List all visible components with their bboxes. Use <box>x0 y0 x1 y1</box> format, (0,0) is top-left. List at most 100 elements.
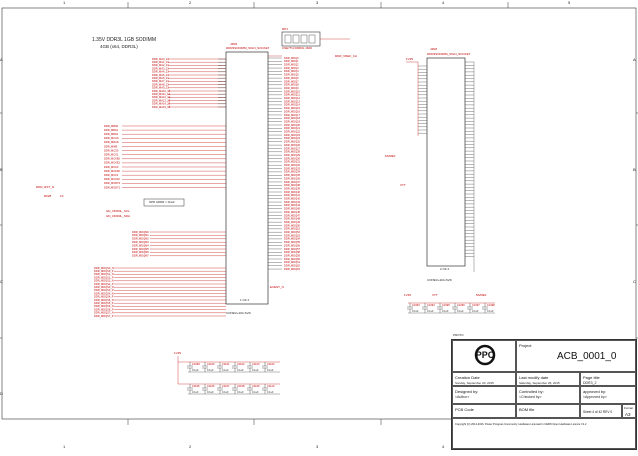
smb-dat-label: I2C_DDR3L_SDA <box>106 214 131 218</box>
net-label-dq-48: DDR_MDQ48 <box>284 217 301 221</box>
cap-row1-val-1: 0.1uF <box>207 368 214 372</box>
net-label-dq-44: DDR_MDQ44 <box>284 203 301 207</box>
of-value: 42 <box>598 410 603 414</box>
connector2-part: DDR3SODIMM_SIGN_SOCKET <box>427 52 471 56</box>
net-label-dq-26: DDR_MDQ26 <box>284 143 301 147</box>
net-label-ctrl-4: DDR_MRAS <box>104 140 119 144</box>
grid-row-a-right: A <box>633 57 636 62</box>
net-label-dqs-9: DDR_MDQS4_P <box>94 295 114 299</box>
net-label-dqm-0: DDR_MDQM0 <box>132 230 149 234</box>
net-label-dqs-0: DDR_MDQS0_N <box>94 266 114 270</box>
copyright-cell: Copyright (C) 2014-2016. Power Progress … <box>452 418 636 449</box>
connector2-unit: 2 OF 2 <box>440 267 450 271</box>
spd-part-ref: RP4 <box>282 27 288 31</box>
connector1-unit: 1 OF 2 <box>240 298 250 302</box>
net-label-ctrl-3: DDR_MCAS <box>104 136 119 140</box>
net-label-ctrl-0: DDR_MBA0 <box>104 124 119 128</box>
page-title-cell: Page title DDR3_2 <box>580 372 636 386</box>
cap-right-ref-4: C1097 <box>472 303 480 307</box>
cap-right-ref-1: C1094 <box>427 303 435 307</box>
grid-col-3: 3 <box>316 0 319 5</box>
net-label-dq-0: DDR_MDQ0 <box>284 56 299 60</box>
cap-row2-ref-5: C1110 <box>267 384 275 388</box>
approved-cell: approved by: <Approved by> <box>580 386 636 404</box>
cap-row1-ref-5: C1104 <box>267 362 275 366</box>
cap-row2-val-0: 0.1uF <box>192 390 199 394</box>
net-label-ctrl-6: DDR_MCS0 <box>104 148 119 152</box>
net-label-dq-40: DDR_MDQ40 <box>284 190 301 194</box>
logo-cell: PPC <box>452 340 516 372</box>
cap-right-val-1: 0.1uF <box>427 309 434 313</box>
copyright-text: Copyright (C) 2014-2016. Power Progress … <box>455 423 587 426</box>
net-label-dq-46: DDR_MDQ46 <box>284 210 301 214</box>
v1-35-label-bottom: 1V35 <box>174 351 182 355</box>
net-label-dq-57: DDR_MDQ57 <box>284 247 301 251</box>
bom-label: BOM file <box>519 407 535 412</box>
net-label-ctrl-1: DDR_MBA1 <box>104 128 119 132</box>
net-label-dq-25: DDR_MDQ25 <box>284 140 301 144</box>
controlled-value: <Checked by> <box>519 395 542 399</box>
net-label-dq-59: DDR_MDQ59 <box>284 253 301 257</box>
net-label-dq-19: DDR_MDQ19 <box>284 119 301 123</box>
sheet-cell: Sheet 4 of 42 REV 0 <box>580 404 622 418</box>
net-label-dq-2: DDR_MDQ2 <box>284 63 299 67</box>
net-label-dq-45: DDR_MDQ45 <box>284 207 301 211</box>
grid-row-c: C <box>0 279 3 284</box>
net-label-dqs-1: DDR_MDQS0_P <box>94 269 114 273</box>
net-label-ctrl-5: DDR_MWE <box>104 144 118 148</box>
proto-note: PROTO <box>453 333 464 337</box>
net-label-dqs-13: DDR_MDQS6_P <box>94 307 114 311</box>
cap-right-ref-5: C1098 <box>487 303 495 307</box>
net-label-dq-35: DDR_MDQ35 <box>284 173 301 177</box>
net-label-dq-54: DDR_MDQ54 <box>284 237 301 241</box>
net-label-dq-23: DDR_MDQ23 <box>284 133 301 137</box>
net-label-dq-49: DDR_MDQ49 <box>284 220 301 224</box>
net-label-dqs-15: DDR_MDQS7_P <box>94 314 114 318</box>
cap-row2-val-3: 0.1uF <box>237 390 244 394</box>
net-label-dq-13: DDR_MDQ13 <box>284 99 301 103</box>
net-label-dq-38: DDR_MDQ38 <box>284 183 301 187</box>
grid-col-4-bottom: 4 <box>442 444 445 449</box>
ddr-subtitle-note: 4GB (x64, DDR3L) <box>100 44 138 49</box>
net-label-dq-37: DDR_MDQ37 <box>284 180 301 184</box>
cap-row1-ref-0: C1099 <box>192 362 200 366</box>
creation-cell: Creation Date Sunday, September 20, 2015 <box>452 372 516 386</box>
mvref-label: MVREF <box>385 154 396 158</box>
reset-net-label: DDR_RST_N <box>36 185 55 189</box>
net-label-dq-15: DDR_MDQ15 <box>284 106 301 110</box>
net-label-dqs-14: DDR_MDQS7_N <box>94 311 114 315</box>
modify-label: Last modify date <box>519 375 549 380</box>
cap-right-ref-2: C1095 <box>442 303 450 307</box>
approved-label: approved by: <box>583 389 607 394</box>
grid-row-d: D <box>0 391 3 396</box>
net-label-addr-13: DDR_MA13_13 <box>152 98 171 102</box>
net-label-dqs-2: DDR_MDQS1_N <box>94 272 114 276</box>
net-label-dq-34: DDR_MDQ34 <box>284 170 301 174</box>
net-label-dq-28: DDR_MDQ28 <box>284 150 301 154</box>
ppc-logo: PPC <box>474 344 496 366</box>
net-label-dq-41: DDR_MDQ41 <box>284 193 301 197</box>
mvref-label-caps: MVREF <box>476 293 487 297</box>
resistor-value: 1K <box>60 194 64 198</box>
pcb-cell: PCB Code <box>452 404 516 418</box>
grid-row-a: A <box>0 57 3 62</box>
smb-clk-label: I2C_DDR3L_SCL <box>106 209 130 213</box>
cap-row1-val-4: 0.1uF <box>252 368 259 372</box>
cap-right-ref-0: C1093 <box>412 303 420 307</box>
connector1-part: DDR3SODIMM_SIGN_SOCKET <box>226 46 270 50</box>
cap-row2-val-2: 0.1uF <box>222 390 229 394</box>
net-label-dqs-8: DDR_MDQS4_N <box>94 291 114 295</box>
net-label-addr-1: DDR_MA1_13 <box>152 60 169 64</box>
net-label-dq-53: DDR_MDQ53 <box>284 233 301 237</box>
connector1-ref: J4N8 <box>230 42 238 46</box>
vtt-label-caps: VTT <box>432 293 438 297</box>
grid-col-1-bottom: 1 <box>63 444 66 449</box>
grid-col-2: 2 <box>189 0 192 5</box>
ddr-title-note: 1.35V DDR3L 1GB SODIMM <box>92 37 157 43</box>
net-label-dqs-10: DDR_MDQS5_N <box>94 298 114 302</box>
net-label-ctrl-15: DDR_MODT1 <box>104 185 121 189</box>
net-label-ctrl-10: DDR_MCK0 <box>104 165 119 169</box>
cap-right-val-5: 0.1uF <box>487 309 494 313</box>
rev-value: 0 <box>610 410 613 414</box>
